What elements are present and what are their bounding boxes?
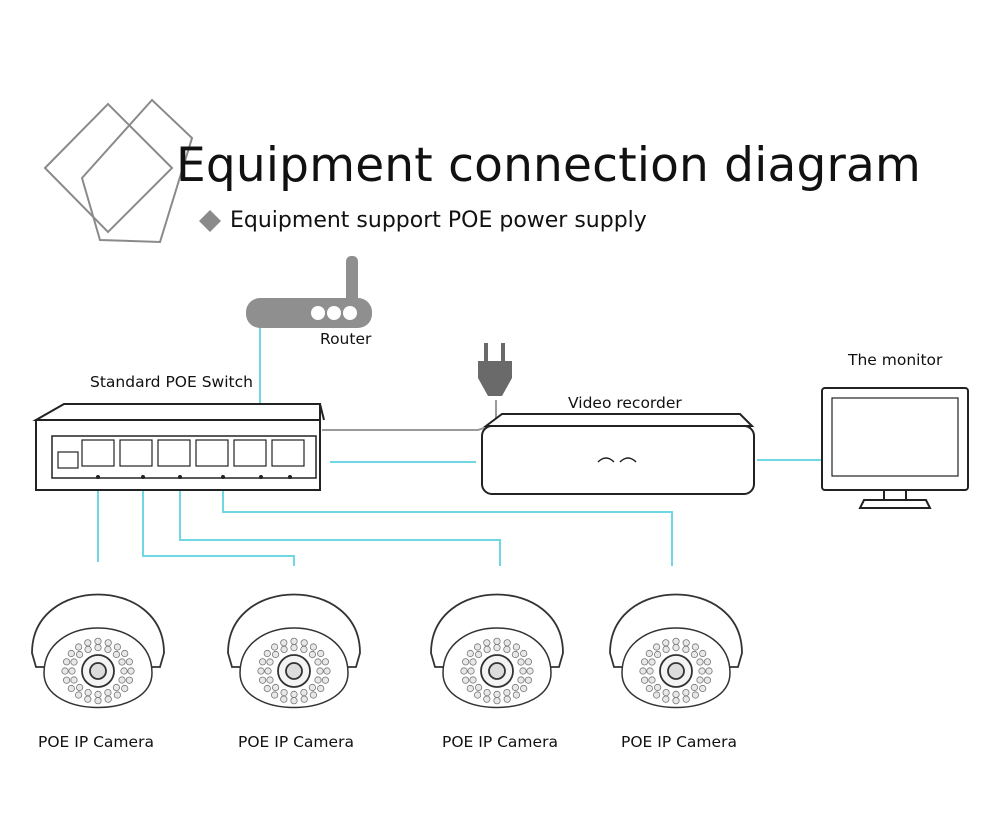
- cable-camera-3: [179, 490, 501, 566]
- dome-camera-icon: [31, 593, 165, 709]
- camera-label-1: POE IP Camera: [38, 733, 154, 751]
- camera-label-2: POE IP Camera: [238, 733, 354, 751]
- monitor-label: The monitor: [848, 351, 943, 369]
- monitor-icon: [821, 387, 969, 509]
- decorative-diamonds: [43, 98, 194, 244]
- page-subtitle: Equipment support POE power supply: [230, 208, 647, 233]
- ir-led-ring: [639, 637, 713, 705]
- recorder-label: Video recorder: [568, 394, 682, 412]
- cable-camera-2: [142, 490, 295, 566]
- dome-camera-icon: [430, 593, 564, 709]
- camera-layer: [31, 593, 743, 709]
- router-label: Router: [320, 330, 372, 348]
- cables: [97, 325, 822, 566]
- camera-label-3: POE IP Camera: [442, 733, 558, 751]
- poe-switch-icon: [32, 403, 325, 491]
- bullet-diamond-icon: [199, 210, 221, 232]
- camera-label-4: POE IP Camera: [621, 733, 737, 751]
- power-cord: [322, 400, 497, 431]
- switch-label: Standard POE Switch: [90, 373, 253, 391]
- ir-led-ring: [257, 637, 331, 705]
- video-recorder-icon: [481, 413, 755, 495]
- cable-camera-4: [222, 490, 673, 566]
- dome-camera-icon: [609, 593, 743, 709]
- router-icon: [246, 256, 372, 328]
- dome-camera-icon: [227, 593, 361, 709]
- page-title: Equipment connection diagram: [176, 138, 922, 193]
- power-plug-icon: [478, 343, 512, 396]
- ir-led-ring: [460, 637, 534, 705]
- ir-led-ring: [61, 637, 135, 705]
